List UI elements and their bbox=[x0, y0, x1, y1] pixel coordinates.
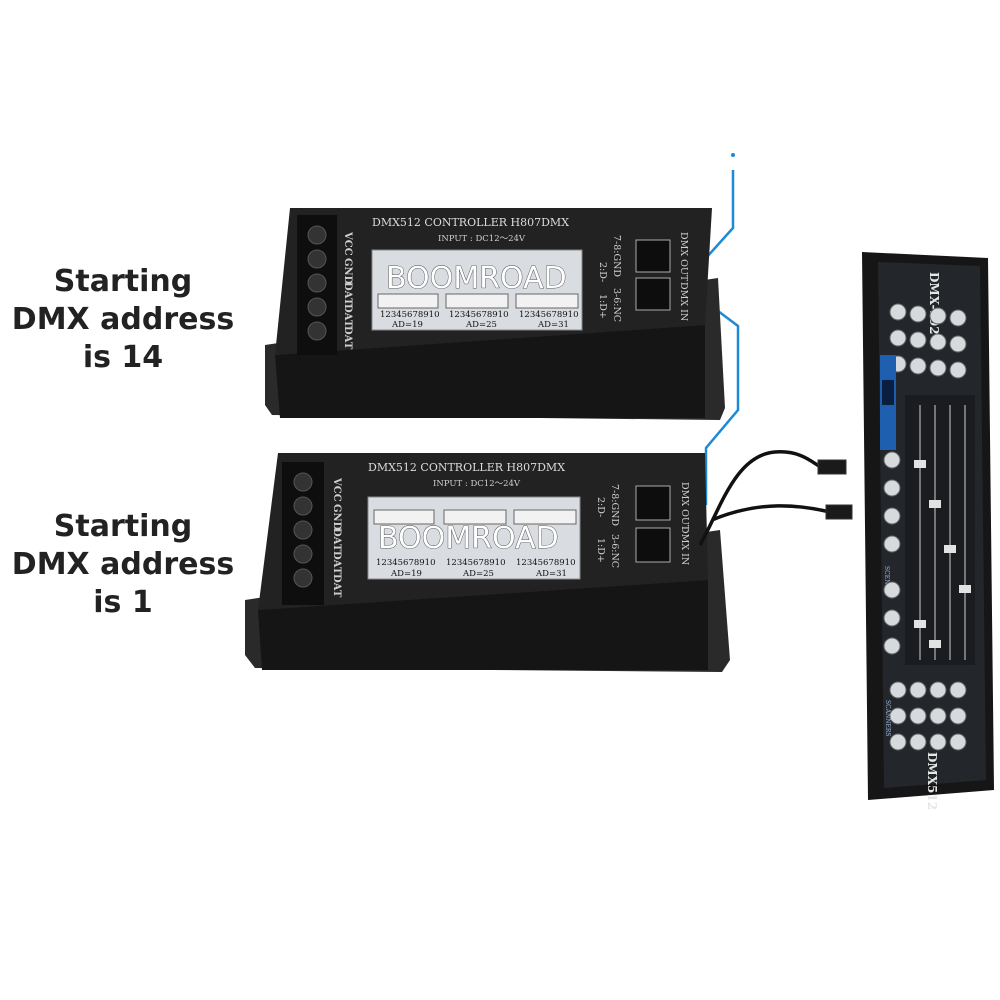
top-caption-line2: address is 14 bbox=[82, 302, 235, 375]
console-scenes-label: SCENES bbox=[883, 566, 890, 593]
terminal-label: GND bbox=[331, 504, 342, 531]
pin-label: 7-8:GND bbox=[611, 235, 622, 277]
dmx-console: DMX-192 SCENES bbox=[862, 252, 994, 810]
scanner-buttons[interactable] bbox=[889, 681, 967, 751]
terminal-screw bbox=[307, 273, 327, 293]
connection-lines bbox=[704, 153, 740, 505]
terminal-label: GND bbox=[342, 258, 353, 285]
dip-group-label: AD=25 bbox=[465, 320, 497, 330]
controller-input: INPUT : DC12～24V bbox=[433, 479, 521, 489]
dip-group-label: AD=31 bbox=[535, 569, 567, 579]
dip-numbers: 12345678910 bbox=[376, 558, 436, 568]
pin-label: 2:D- bbox=[595, 497, 606, 517]
terminal-label: DAT bbox=[331, 528, 342, 552]
top-controller: VCC GND DAT DAT DAT DMX512 CONTROLLER H8… bbox=[265, 208, 725, 420]
terminal-screw bbox=[293, 472, 313, 492]
dip-numbers: 12345678910 bbox=[449, 310, 509, 320]
terminal-label: DAT bbox=[331, 574, 342, 598]
console-bottom-label: DMX512 bbox=[925, 752, 939, 810]
terminal-screw bbox=[307, 249, 327, 269]
bottom-controller: VCC GND DAT DAT DAT DMX512 CONTROLLER H8… bbox=[245, 453, 730, 672]
watermark: BOOMROAD bbox=[386, 261, 567, 296]
scene-buttons[interactable] bbox=[883, 451, 901, 655]
pin-label: 2:D- bbox=[597, 262, 608, 282]
dip-group-label: AD=31 bbox=[537, 320, 569, 330]
fader-knobs[interactable] bbox=[914, 460, 971, 648]
pin-label: 3-6:NC bbox=[609, 534, 620, 568]
dmx-out-port[interactable] bbox=[635, 485, 671, 521]
controller-input: INPUT : DC12～24V bbox=[438, 234, 526, 244]
terminal-label: DAT bbox=[342, 304, 353, 328]
dip-numbers: 12345678910 bbox=[519, 310, 579, 320]
pin-label: 3-6:NC bbox=[611, 288, 622, 322]
port-label-in: DMX IN bbox=[679, 526, 690, 565]
dip-numbers: 12345678910 bbox=[516, 558, 576, 568]
console-scanners-label: SCANNERS bbox=[884, 700, 891, 737]
top-device-caption: Starting DMX address is 14 bbox=[10, 263, 236, 377]
pin-label: 7-8:GND bbox=[609, 484, 620, 526]
controller-title: DMX512 CONTROLLER H807DMX bbox=[368, 461, 565, 474]
port-label-out: DMX OUT bbox=[678, 232, 689, 282]
dip-group-label: AD=19 bbox=[390, 569, 422, 579]
terminal-label: DAT bbox=[331, 551, 342, 575]
port-label-out: DMX OUT bbox=[679, 482, 690, 532]
bottom-caption-line2: address is 1 bbox=[93, 547, 235, 620]
bottom-device-caption: Starting DMX address is 1 bbox=[10, 508, 236, 622]
dmx-out-port[interactable] bbox=[635, 239, 671, 273]
dmx-in-port[interactable] bbox=[635, 527, 671, 563]
terminal-screw bbox=[293, 544, 313, 564]
terminal-label: VCC bbox=[331, 477, 342, 502]
dip-numbers: 12345678910 bbox=[446, 558, 506, 568]
terminal-label: DAT bbox=[342, 282, 353, 306]
pin-label: 1:D+ bbox=[595, 538, 606, 563]
dip-switch-panel bbox=[371, 249, 583, 331]
dip-numbers: 12345678910 bbox=[380, 310, 440, 320]
pin-label: 1:D+ bbox=[597, 294, 608, 319]
bottom-caption-line1: Starting DMX bbox=[11, 509, 193, 582]
terminal-screw bbox=[293, 496, 313, 516]
console-top-label: DMX-192 bbox=[927, 272, 941, 335]
dip-group-label: AD=19 bbox=[391, 320, 423, 330]
terminal-screw bbox=[307, 297, 327, 317]
dip-group-label: AD=25 bbox=[462, 569, 494, 579]
terminal-screw bbox=[293, 568, 313, 588]
controller-title: DMX512 CONTROLLER H807DMX bbox=[372, 216, 569, 229]
terminal-label: VCC bbox=[342, 231, 353, 256]
terminal-label: DAT bbox=[342, 326, 353, 350]
top-caption-line1: Starting DMX bbox=[11, 264, 193, 337]
terminal-screw bbox=[293, 520, 313, 540]
watermark: BOOMROAD bbox=[378, 521, 559, 556]
xlr-cable bbox=[698, 450, 853, 546]
terminal-screw bbox=[307, 225, 327, 245]
terminal-screw bbox=[307, 321, 327, 341]
port-label-in: DMX IN bbox=[678, 282, 689, 321]
dmx-in-port[interactable] bbox=[635, 277, 671, 311]
